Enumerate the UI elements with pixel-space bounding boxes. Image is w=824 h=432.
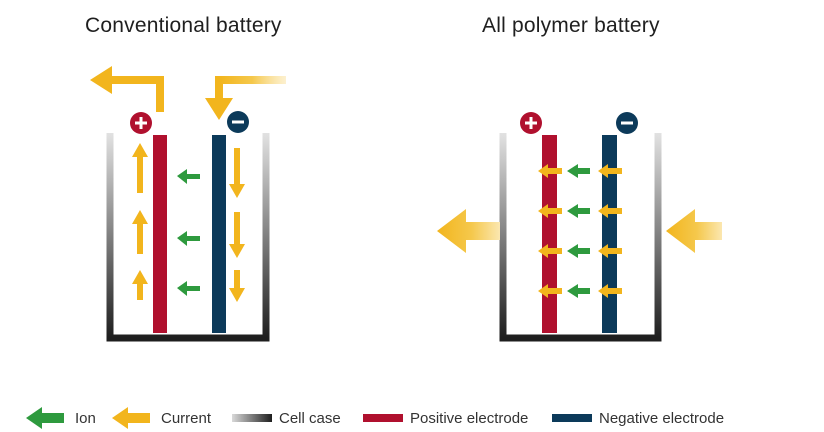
legend-item-negative-electrode: Negative electrode: [552, 404, 724, 432]
positive-terminal: [130, 112, 152, 134]
polymer-cell: [437, 112, 722, 342]
ion-arrows: [567, 164, 590, 298]
negative-terminal: [227, 111, 249, 133]
legend-label-negative-electrode: Negative electrode: [599, 409, 725, 427]
positive-electrode: [153, 135, 167, 333]
current-out-arrow: [90, 66, 164, 112]
conventional-cell: [90, 66, 286, 342]
legend: Ion Current Cell case Positive electrode…: [0, 404, 824, 432]
gradient-bar-icon: [232, 414, 272, 422]
cell-case-left: [106, 133, 270, 342]
legend-label-positive-electrode: Positive electrode: [410, 409, 529, 427]
current-in-big-arrow: [666, 209, 722, 253]
green-arrow-icon: [26, 407, 64, 429]
current-out-big-arrow: [437, 209, 500, 253]
negative-terminal: [616, 112, 638, 134]
red-bar-icon: [363, 414, 403, 422]
current-up-arrows: [132, 143, 148, 300]
legend-item-ion: Ion: [22, 404, 96, 432]
positive-terminal: [520, 112, 542, 134]
negative-electrode: [212, 135, 226, 333]
positive-electrode: [542, 135, 557, 333]
legend-item-cell-case: Cell case: [232, 404, 341, 432]
current-small-arrows: [538, 164, 622, 298]
polymer-battery-title: All polymer battery: [482, 14, 660, 37]
cell-case-right: [499, 133, 662, 342]
conventional-battery-title: Conventional battery: [85, 14, 282, 37]
navy-bar-icon: [552, 414, 592, 422]
legend-item-current: Current: [108, 404, 211, 432]
legend-item-positive-electrode: Positive electrode: [363, 404, 528, 432]
legend-label-current: Current: [161, 409, 212, 427]
legend-label-ion: Ion: [75, 409, 96, 427]
ion-arrows: [177, 169, 200, 296]
yellow-arrow-icon: [112, 407, 150, 429]
current-in-arrow: [205, 76, 286, 120]
negative-electrode: [602, 135, 617, 333]
current-down-arrows: [229, 148, 245, 302]
legend-label-cell-case: Cell case: [279, 409, 341, 427]
